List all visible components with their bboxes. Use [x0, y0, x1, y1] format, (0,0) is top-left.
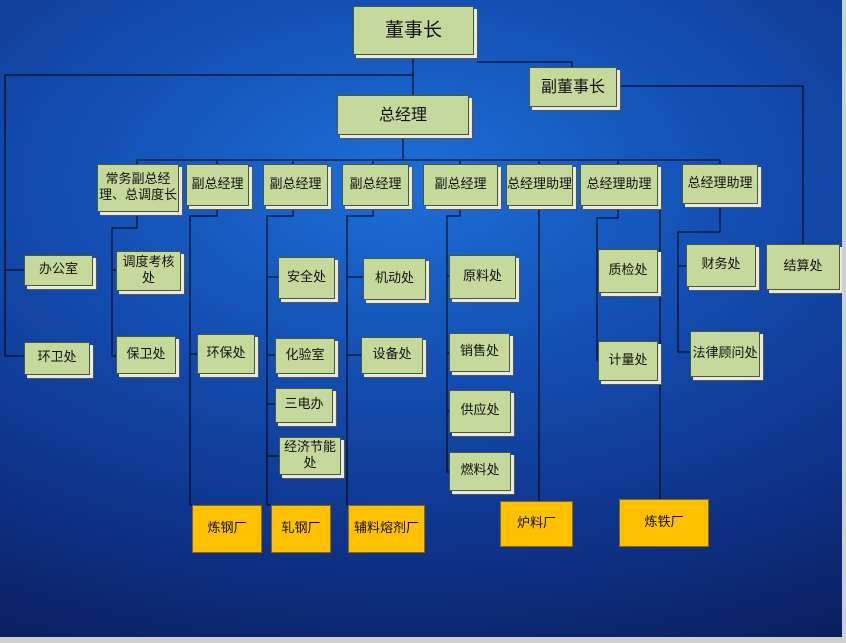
vice-chairman-box: 副董事长 [529, 67, 617, 107]
ironmaking-factory-box: 炼铁厂 [619, 499, 709, 547]
chairman-box: 董事长 [353, 6, 474, 55]
executive-vgm-box: 常务副总经理、总调度长 [97, 164, 179, 212]
auxiliary-flux-factory-box: 辅料熔剂厂 [348, 505, 425, 553]
gm-assistant-box-1: 总经理助理 [506, 164, 573, 206]
general-manager-box: 总经理 [337, 95, 469, 135]
sanitation-box: 环卫处 [24, 342, 90, 375]
quality-inspection-box: 质检处 [598, 249, 658, 293]
supply-box: 供应处 [449, 390, 511, 433]
gm-assistant-box-2: 总经理助理 [580, 164, 658, 206]
laboratory-box: 化验室 [275, 338, 335, 374]
vgm-box-1: 副总经理 [186, 164, 249, 206]
metering-box: 计量处 [598, 341, 658, 381]
steel-rolling-factory-box: 轧钢厂 [271, 505, 331, 553]
environment-box: 环保处 [197, 334, 255, 374]
legal-counsel-box: 法律顾问处 [690, 331, 760, 377]
window-frame-bottom [0, 637, 846, 643]
finance-box: 财务处 [686, 244, 756, 287]
mechanical-power-box: 机动处 [363, 258, 426, 300]
vgm-box-3: 副总经理 [342, 164, 409, 206]
dispatch-assessment-box: 调度考核处 [116, 251, 181, 291]
fuel-box: 燃料处 [449, 452, 511, 491]
steelmaking-factory-box: 炼钢厂 [192, 505, 262, 553]
furnace-material-factory-box: 炉料厂 [500, 501, 573, 547]
sales-box: 销售处 [449, 333, 510, 372]
safety-box: 安全处 [278, 257, 335, 299]
vgm-box-2: 副总经理 [263, 164, 328, 206]
gm-assistant-box-3: 总经理助理 [682, 164, 758, 204]
energy-saving-box: 经济节能处 [279, 437, 341, 475]
raw-materials-box: 原料处 [449, 255, 516, 299]
security-box: 保卫处 [116, 336, 176, 374]
office-box: 办公室 [24, 255, 93, 286]
three-electric-box: 三电办 [275, 388, 333, 423]
vgm-box-4: 副总经理 [423, 164, 498, 206]
window-frame-right [842, 0, 846, 643]
equipment-box: 设备处 [361, 337, 423, 374]
settlement-box: 结算处 [766, 244, 840, 290]
